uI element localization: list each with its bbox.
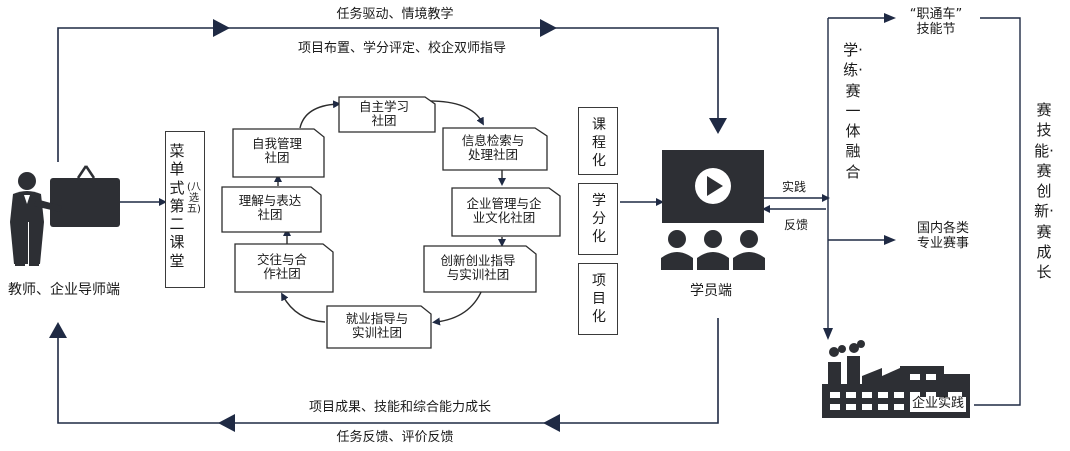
feedback-label: 反馈 bbox=[784, 218, 809, 232]
right-vertical-text: 赛技能·赛创新·赛成长 bbox=[1034, 100, 1054, 283]
teacher-icon bbox=[10, 165, 120, 266]
menu-box-main: 菜单式第二课堂 bbox=[169, 142, 185, 270]
practice-label: 实践 bbox=[782, 180, 807, 194]
top-flow-arrow bbox=[57, 27, 719, 162]
box-credit: 学分化 bbox=[578, 183, 618, 255]
teacher-label: 教师、企业导师端 bbox=[8, 282, 120, 298]
bottom-arrow-label-1: 项目成果、技能和综合能力成长 bbox=[308, 400, 491, 415]
top-arrow-label-2: 项目布置、学分评定、校企双师指导 bbox=[297, 41, 506, 56]
box-project: 项目化 bbox=[578, 263, 618, 335]
box-curriculum: 课程化 bbox=[578, 107, 618, 175]
domestic-competitions-label: 国内各类专业赛事 bbox=[916, 221, 969, 251]
enterprise-practice-label: 企业实践 bbox=[910, 396, 967, 412]
student-label: 学员端 bbox=[690, 283, 732, 299]
society-shapes bbox=[221, 96, 561, 349]
zhitongche-label: “职通车”技能节 bbox=[909, 7, 963, 37]
menu-box-sub: (八选五) bbox=[187, 182, 201, 215]
top-arrow-label-1: 任务驱动、情境教学 bbox=[336, 7, 454, 22]
menu-box: 菜单式第二课堂 (八选五) bbox=[165, 131, 205, 288]
fusion-text: 学·练·赛一体融合 bbox=[843, 41, 863, 181]
bottom-flow-arrow bbox=[57, 318, 719, 424]
bottom-arrow-label-2: 任务反馈、评价反馈 bbox=[336, 430, 454, 445]
student-video-icon bbox=[661, 150, 765, 270]
